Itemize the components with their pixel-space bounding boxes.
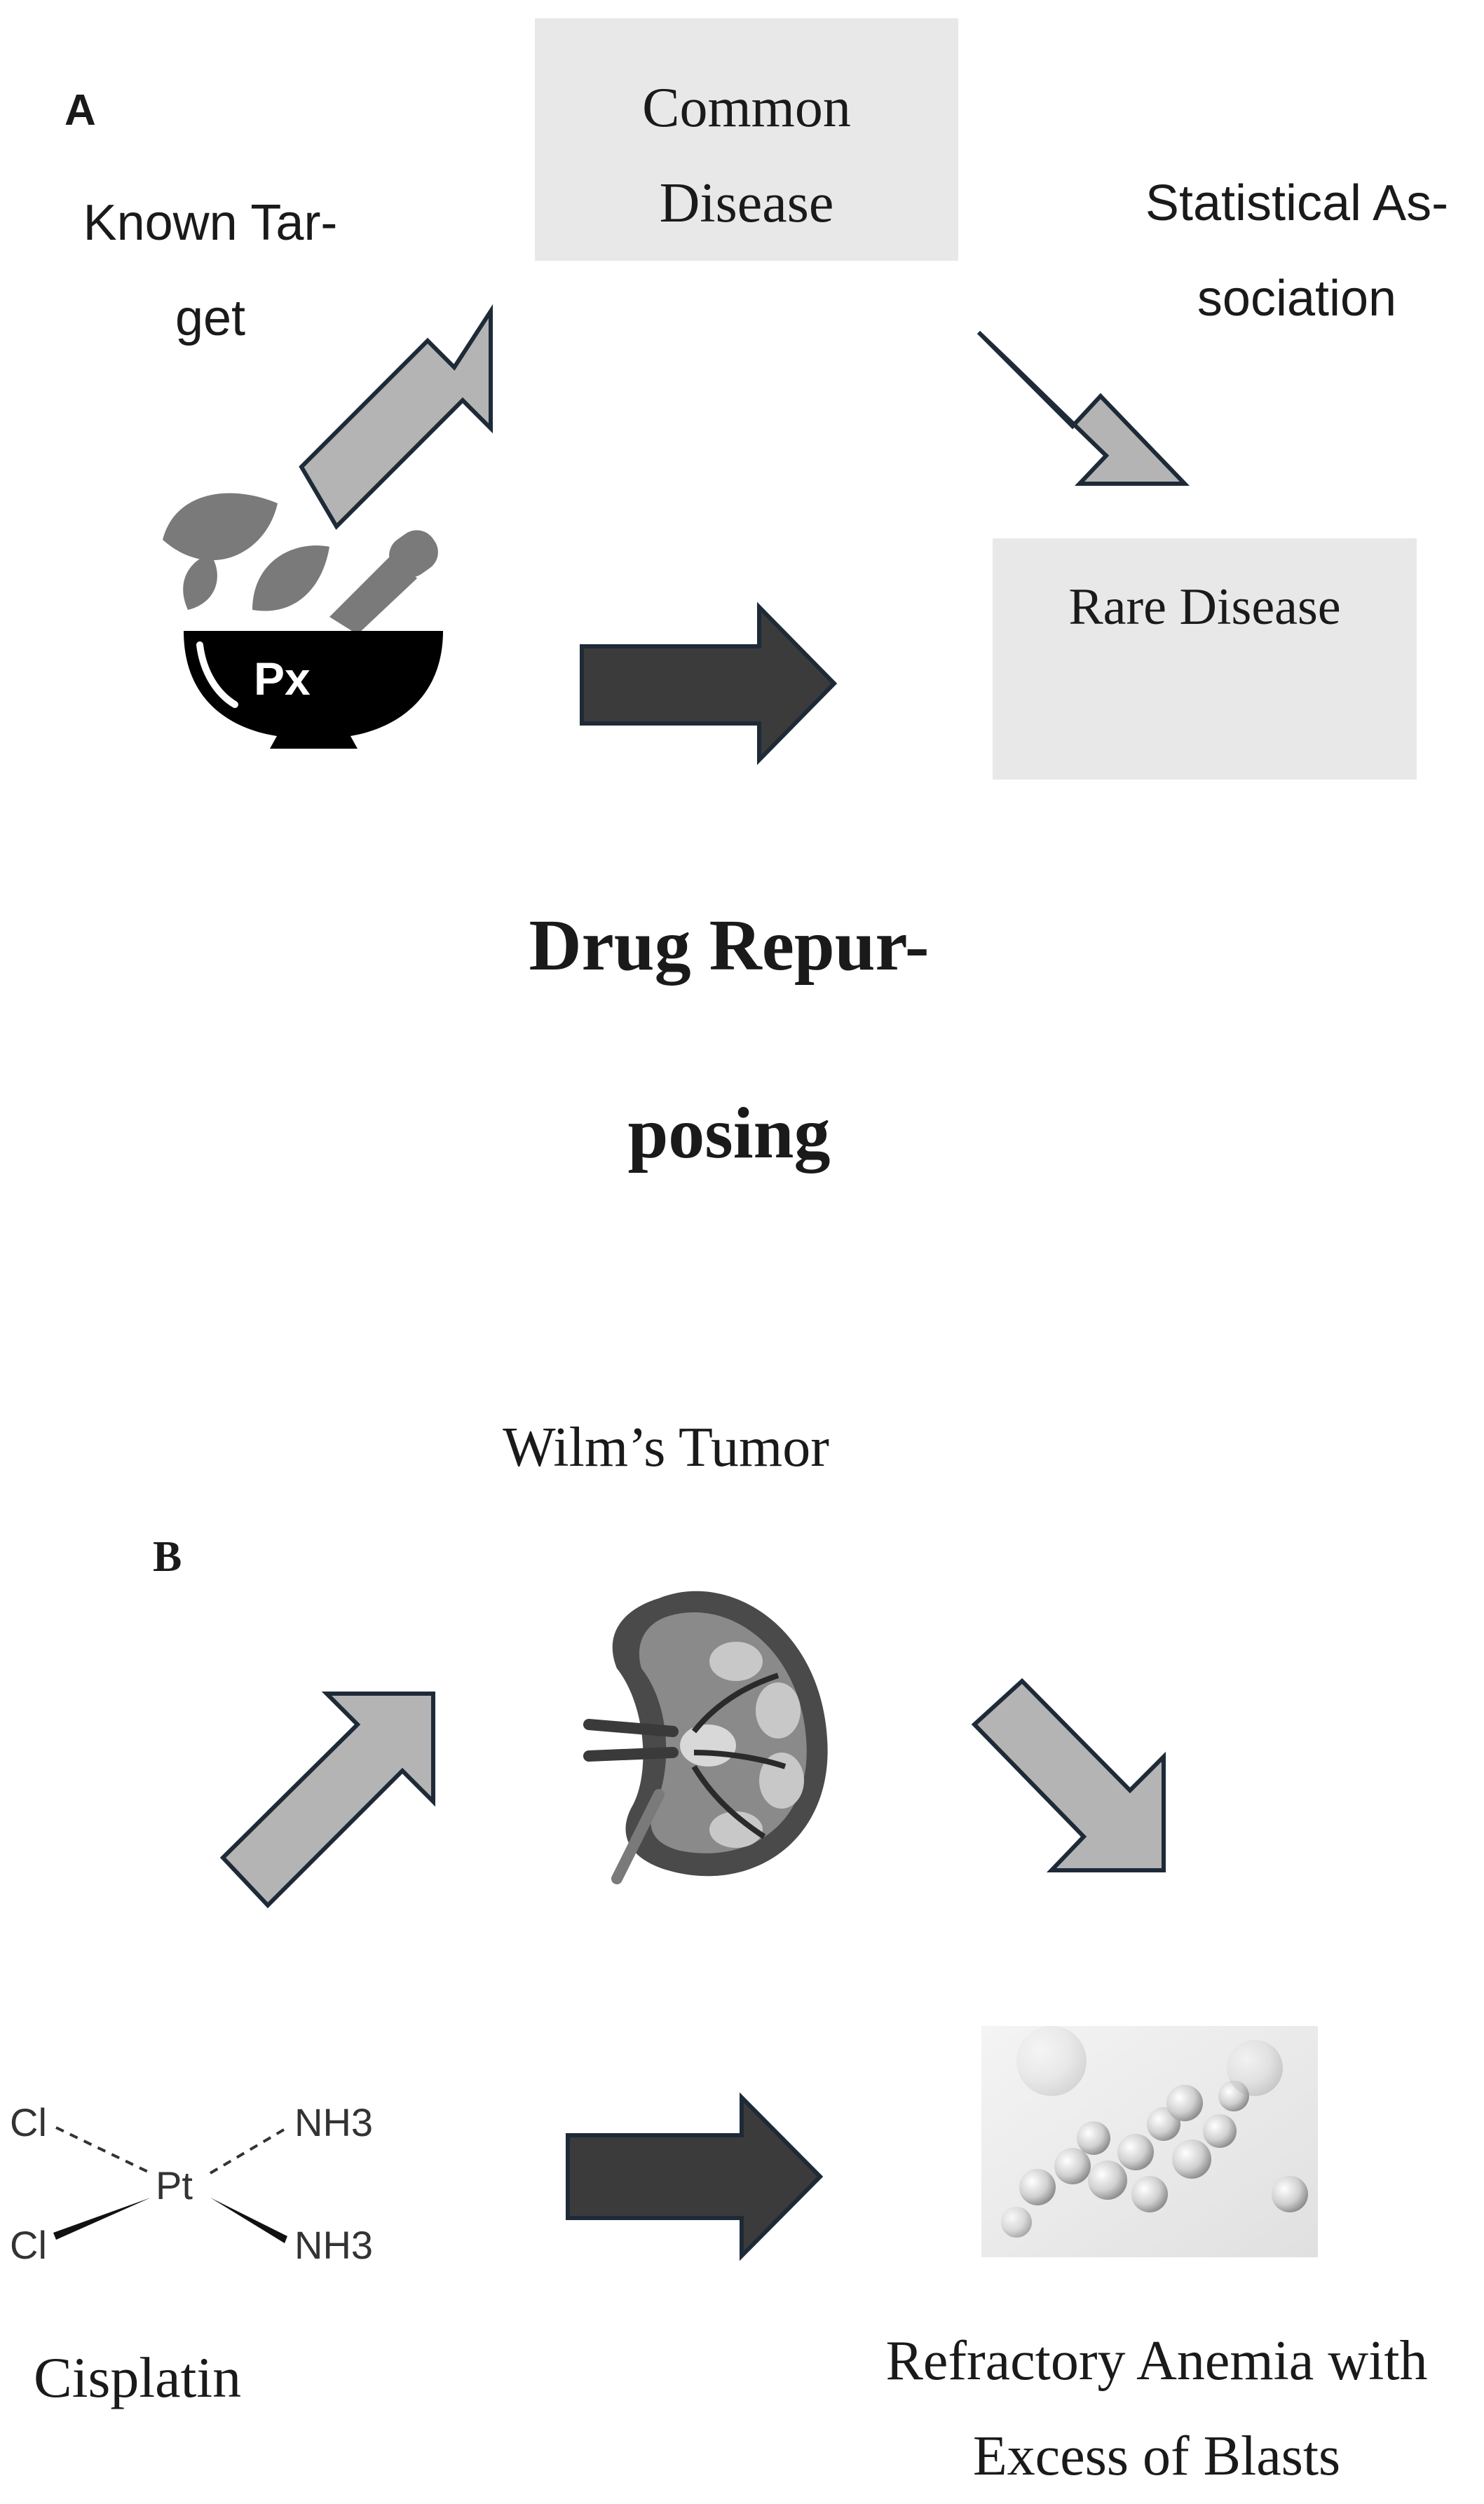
wedge-bond-cl [53,2198,151,2240]
statistical-association-line-2: sociation [1197,271,1397,327]
nh3-bottom-label: NH3 [294,2223,374,2267]
common-disease-box: Common Disease [535,18,958,261]
leaf-icon [252,545,329,611]
leaf-icon [183,554,217,610]
rx-symbol: Px [254,653,311,705]
title-line-1: Drug Repur- [529,905,930,986]
dashed-bond-nh3 [209,2126,289,2175]
cisplatin-label: Cisplatin [34,2346,242,2409]
arrow-from-wilms-tumor [971,1678,1166,1872]
kidney-icon [583,1591,828,1884]
arrow-to-rare-disease-statistical [976,330,1190,486]
panel-b-label: B [153,1533,182,1581]
cl-top-label: Cl [10,2100,47,2144]
pestle-icon [329,554,417,634]
wilms-tumor-label: Wilm’s Tumor [503,1417,829,1478]
known-target-line-1: Known Tar- [83,195,338,251]
title-line-2: posing [627,1093,831,1173]
blood-cells-image [981,2026,1318,2257]
pestle-head-icon [389,530,438,578]
leaf-icon [163,493,278,561]
rare-disease-label: Rare Disease [1068,578,1341,636]
dashed-bond-cl [55,2126,151,2175]
known-target-label: Known Tar- get [56,175,365,366]
bowl-highlight-icon [196,641,238,708]
panel-a-label: A [64,86,96,135]
refractory-anemia-label: Refractory Anemia with Excess of Blasts [831,2313,1483,2504]
wedge-bond-nh3 [210,2198,287,2243]
refractory-anemia-line-2: Excess of Blasts [972,2425,1341,2487]
nh3-top-label: NH3 [294,2100,374,2144]
bowl-icon [184,631,443,749]
known-target-line-2: get [175,290,246,346]
cl-bottom-label: Cl [10,2223,47,2267]
common-disease-line-2: Disease [659,172,834,234]
statistical-association-line-1: Statistical As- [1145,175,1449,231]
arrow-direct-b [566,2092,824,2261]
arrow-direct-a [580,601,838,766]
mortar-pestle-icon [163,493,443,749]
rare-disease-box: Rare Disease [993,538,1417,780]
common-disease-line-1: Common [642,77,851,139]
refractory-anemia-line-1: Refractory Anemia with [885,2330,1428,2392]
arrow-to-wilms-tumor [219,1692,435,1909]
statistical-association-label: Statistical As- sociation [1108,156,1484,346]
drug-repurposing-title: Drug Repur- posing [350,852,1108,1227]
pt-label: Pt [156,2163,193,2207]
